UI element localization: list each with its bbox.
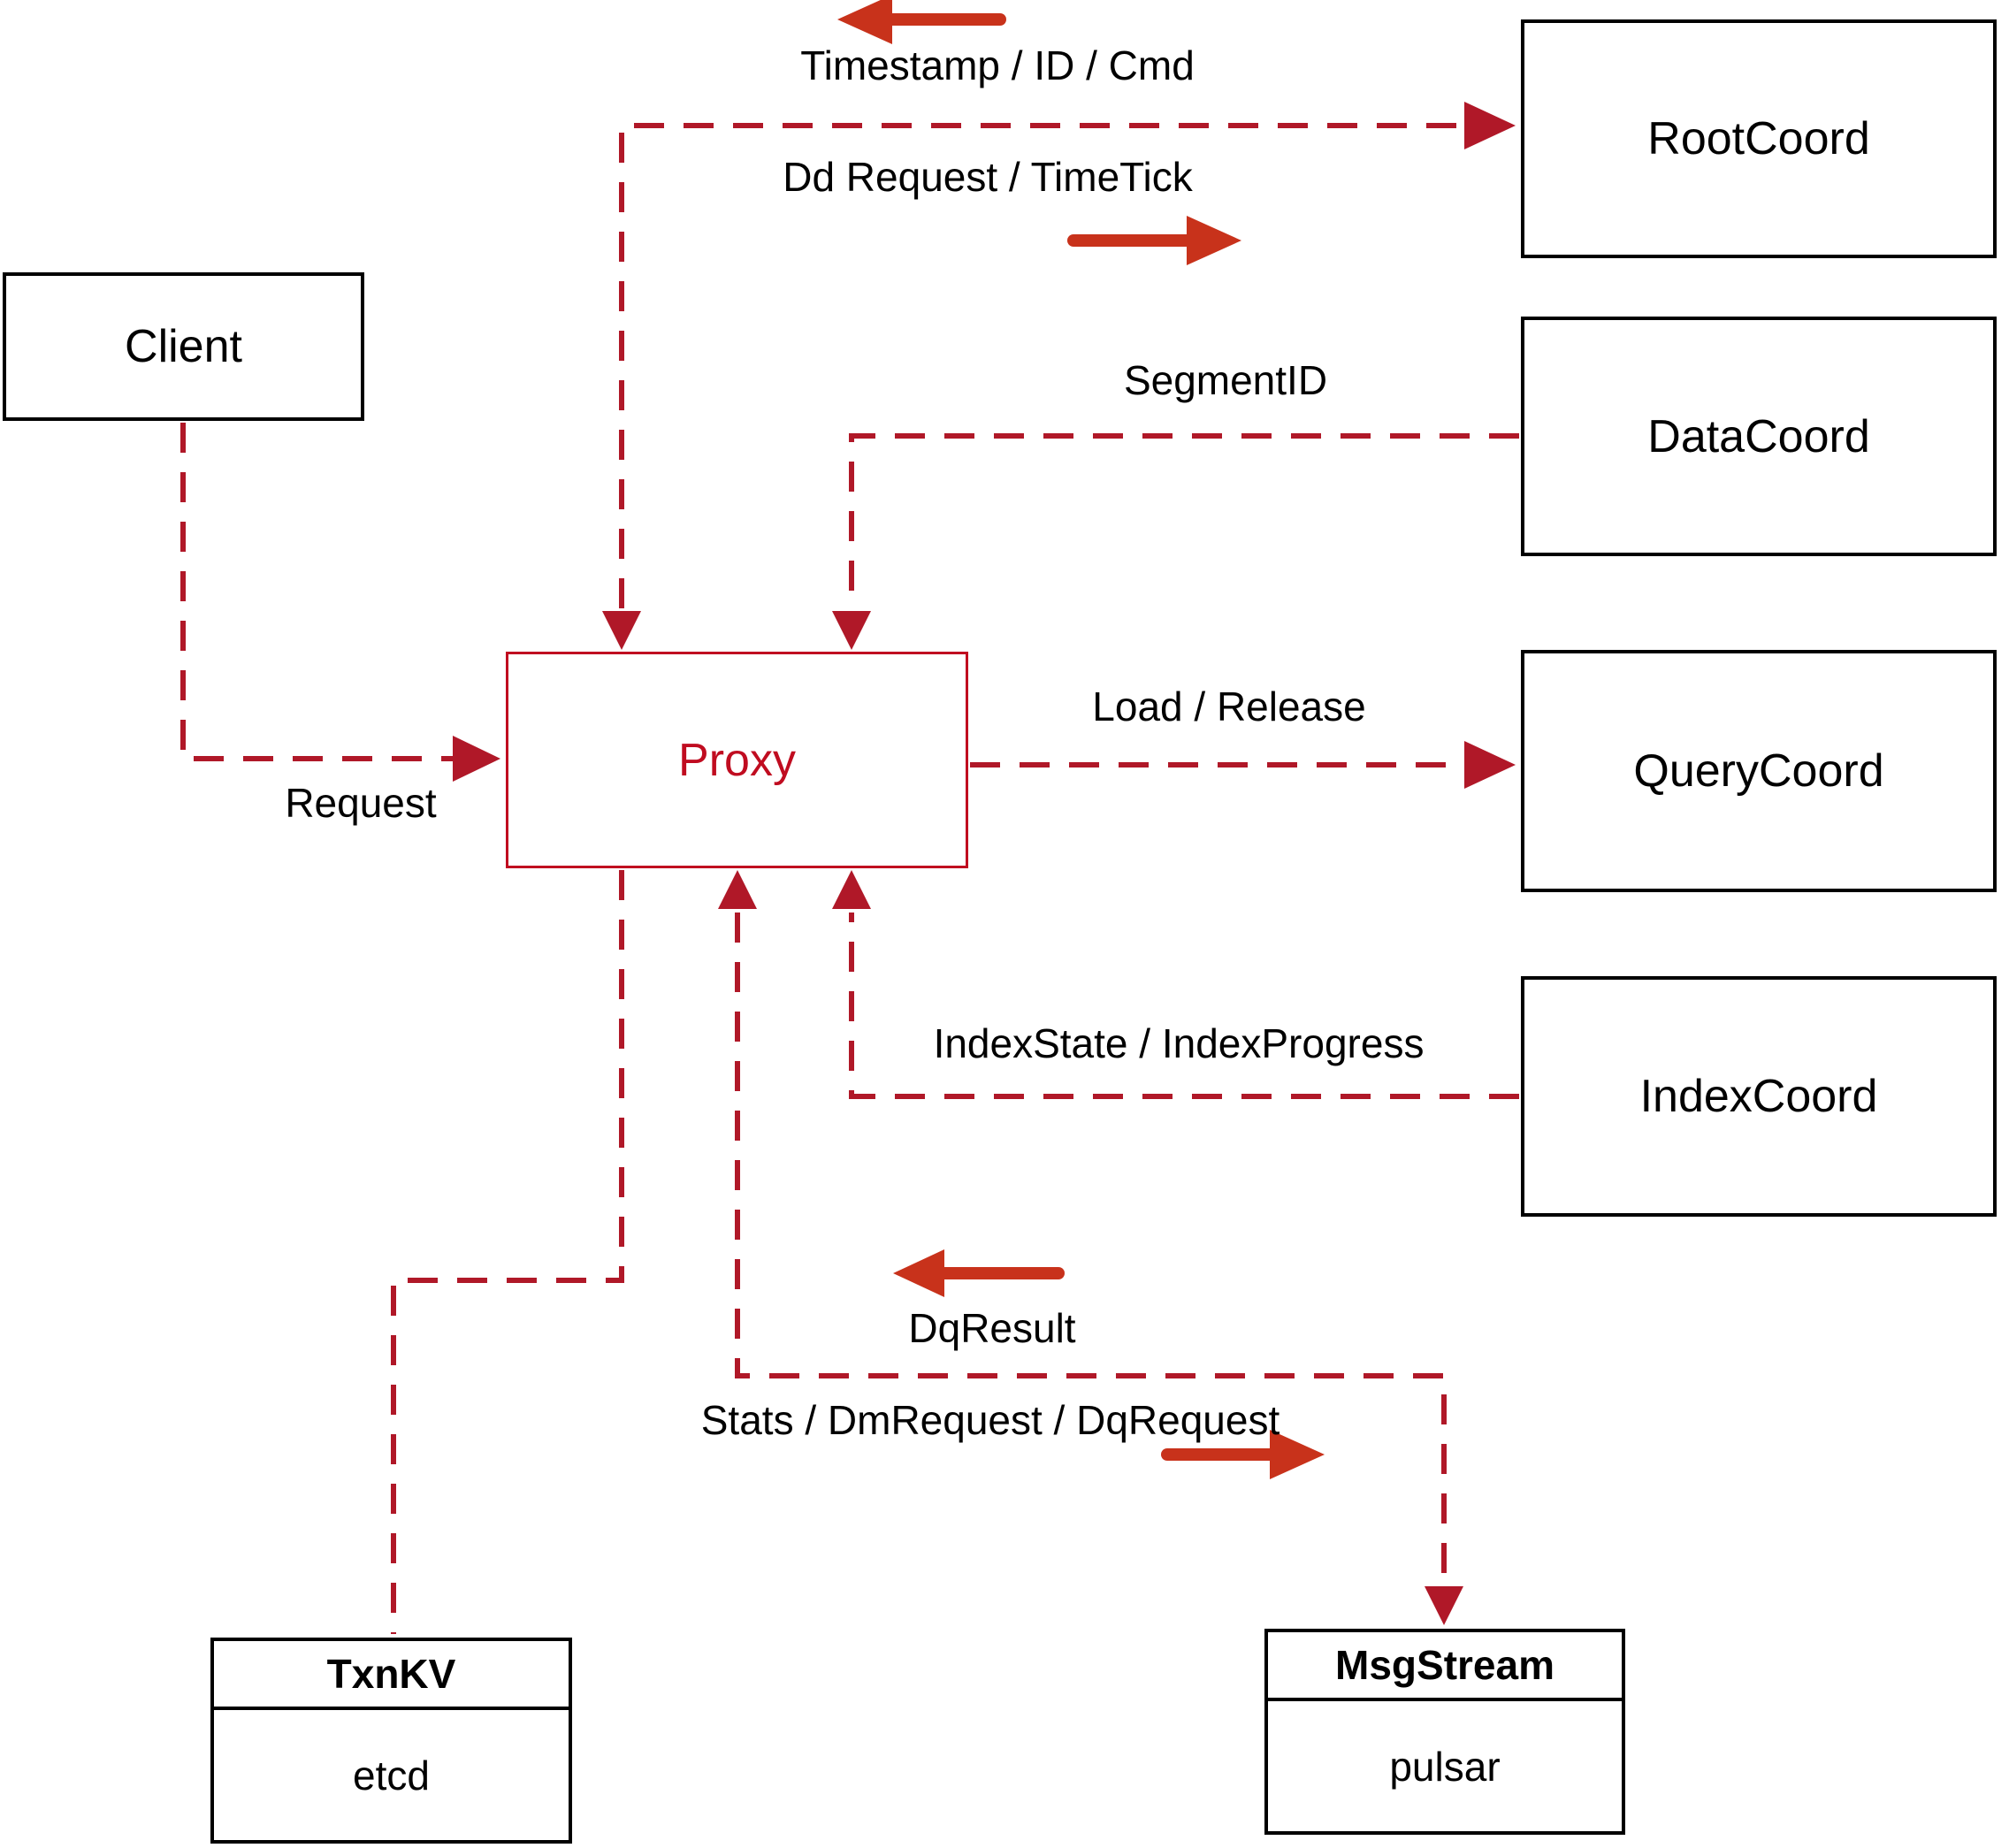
node-datacoord: DataCoord	[1521, 317, 1997, 556]
edge-label-segment-id: SegmentID	[1123, 357, 1328, 403]
arrowhead-into-rootcoord	[1464, 102, 1516, 149]
edge-proxy-msgstream	[718, 870, 1463, 1625]
edge-label-stats: Stats / DmRequest / DqRequest	[700, 1397, 1280, 1443]
node-txnkv-body: etcd	[353, 1752, 430, 1798]
node-client: Client	[3, 272, 364, 421]
node-txnkv-title: TxnKV	[214, 1641, 569, 1710]
node-indexcoord: IndexCoord	[1521, 976, 1997, 1217]
node-querycoord: QueryCoord	[1521, 650, 1997, 892]
edge-label-timestamp: Timestamp / ID / Cmd	[800, 42, 1195, 88]
arrowhead-into-proxy-bottom-left	[718, 870, 757, 909]
arrowhead-into-proxy-left	[453, 736, 500, 782]
node-client-label: Client	[125, 321, 242, 372]
direction-arrow-dqresult-left	[893, 1249, 1065, 1297]
direction-arrow-timestamp-left	[837, 0, 1006, 44]
edge-label-dq-result: DqResult	[908, 1305, 1076, 1351]
node-proxy-label: Proxy	[678, 734, 796, 786]
node-txnkv: TxnKV etcd	[210, 1638, 572, 1844]
node-rootcoord: RootCoord	[1521, 19, 1997, 258]
direction-arrow-stats-right	[1161, 1430, 1325, 1479]
edge-label-load-release: Load / Release	[1092, 683, 1366, 729]
node-indexcoord-label: IndexCoord	[1639, 1071, 1878, 1122]
node-proxy: Proxy	[506, 652, 968, 868]
arrowhead-into-proxy-bottom-right	[832, 870, 871, 909]
node-msgstream-body: pulsar	[1389, 1743, 1501, 1790]
edge-indexcoord-proxy	[832, 870, 1519, 1099]
node-datacoord-label: DataCoord	[1647, 410, 1870, 462]
edge-label-request: Request	[285, 780, 437, 826]
arrowhead-into-querycoord	[1464, 741, 1516, 789]
edge-proxy-rootcoord	[602, 102, 1516, 650]
edge-proxy-querycoord	[970, 741, 1516, 789]
node-msgstream: MsgStream pulsar	[1264, 1629, 1625, 1835]
arrowhead-into-proxy-top-left	[602, 611, 641, 650]
arrowhead-into-proxy-top-right	[832, 611, 871, 650]
edge-datacoord-proxy	[832, 433, 1519, 650]
direction-arrow-ddrequest-right	[1067, 216, 1241, 265]
edge-label-dd-request: Dd Request / TimeTick	[783, 154, 1193, 200]
edge-proxy-txnkv	[391, 870, 624, 1634]
node-rootcoord-label: RootCoord	[1647, 113, 1870, 164]
arrowhead-into-msgstream	[1425, 1586, 1463, 1625]
edge-client-proxy	[180, 423, 500, 782]
node-msgstream-title: MsgStream	[1268, 1632, 1622, 1701]
node-querycoord-label: QueryCoord	[1633, 745, 1884, 797]
edge-label-index-state: IndexState / IndexProgress	[933, 1020, 1425, 1066]
